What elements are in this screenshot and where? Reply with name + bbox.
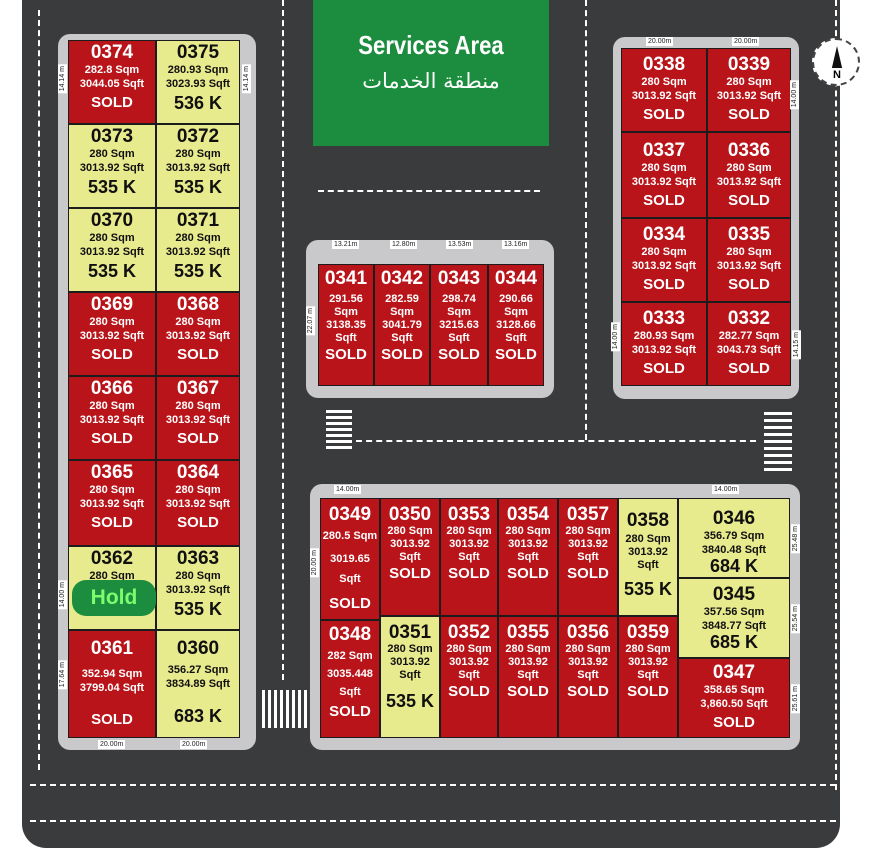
north-arrow-icon: N <box>812 38 860 86</box>
plot-0345[interactable]: 0345 357.56 Sqm 3848.77 Sqft 685 K <box>678 578 790 658</box>
dimension-label: 25.54 m <box>791 604 800 634</box>
plot-0363[interactable]: 0363 280 Sqm 3013.92 Sqft 535 K <box>156 546 240 630</box>
plot-0374[interactable]: 0374 282.8 Sqm 3044.05 Sqft SOLD <box>68 40 156 124</box>
dimension-label: 14.00m <box>712 485 740 494</box>
dimension-label: 14.00 m <box>58 580 67 610</box>
plot-0370[interactable]: 0370 280 Sqm 3013.92 Sqft 535 K <box>68 208 156 292</box>
plot-0341[interactable]: 0341 291.56 Sqm 3138.35 Sqft SOLD <box>318 264 374 386</box>
plot-0366[interactable]: 0366 280 Sqm 3013.92 Sqft SOLD <box>68 376 156 460</box>
dimension-label: 20.00m <box>180 740 208 749</box>
crosswalk <box>764 412 792 474</box>
dimension-label: 20.00 m <box>310 548 319 578</box>
dimension-label: 14.00 m <box>611 322 620 352</box>
plot-0365[interactable]: 0365 280 Sqm 3013.92 Sqft SOLD <box>68 460 156 546</box>
plot-0346[interactable]: 0346 356.79 Sqm 3840.48 Sqft 684 K <box>678 498 790 578</box>
dimension-label: 13.16m <box>502 240 530 249</box>
plot-0351[interactable]: 0351 280 Sqm 3013.92 Sqft 535 K <box>380 616 440 738</box>
lane-marking <box>318 190 540 192</box>
plot-0337[interactable]: 0337 280 Sqm 3013.92 Sqft SOLD <box>621 132 707 218</box>
dimension-label: 14.00 m <box>790 80 799 110</box>
dimension-label: 14.14 m <box>242 64 251 94</box>
dimension-label: 13.53m <box>446 240 474 249</box>
plot-0353[interactable]: 0353 280 Sqm 3013.92 Sqft SOLD <box>440 498 498 616</box>
plot-0369[interactable]: 0369 280 Sqm 3013.92 Sqft SOLD <box>68 292 156 376</box>
plot-0357[interactable]: 0357 280 Sqm 3013.92 Sqft SOLD <box>558 498 618 616</box>
plot-0375[interactable]: 0375 280.93 Sqm 3023.93 Sqft 536 K <box>156 40 240 124</box>
dimension-label: 14.14 m <box>58 64 67 94</box>
services-area[interactable]: Services Area منطقة الخدمات <box>313 0 549 146</box>
crosswalk <box>262 690 307 728</box>
lane-marking <box>30 784 836 786</box>
plot-0354[interactable]: 0354 280 Sqm 3013.92 Sqft SOLD <box>498 498 558 616</box>
plot-0333[interactable]: 0333 280.93 Sqm 3013.92 Sqft SOLD <box>621 302 707 386</box>
plot-0361[interactable]: 0361 352.94 Sqm 3799.04 Sqft SOLD <box>68 630 156 738</box>
plot-0367[interactable]: 0367 280 Sqm 3013.92 Sqft SOLD <box>156 376 240 460</box>
lane-marking <box>356 440 756 442</box>
plot-0334[interactable]: 0334 280 Sqm 3013.92 Sqft SOLD <box>621 218 707 302</box>
dimension-label: 25.48 m <box>791 524 800 554</box>
lane-marking <box>282 0 284 680</box>
dimension-label: 13.21m <box>332 240 360 249</box>
plot-0335[interactable]: 0335 280 Sqm 3013.92 Sqft SOLD <box>707 218 791 302</box>
plot-0348[interactable]: 0348 282 Sqm 3035.448 Sqft SOLD <box>320 620 380 738</box>
dimension-label: 20.00m <box>646 37 674 46</box>
dimension-label: 14.00m <box>334 485 362 494</box>
dimension-label: 25.61 m <box>791 684 800 714</box>
dimension-label: 20.00m <box>732 37 760 46</box>
plot-0360[interactable]: 0360 356.27 Sqm 3834.89 Sqft 683 K <box>156 630 240 738</box>
dimension-label: 12.80m <box>390 240 418 249</box>
lane-marking <box>585 0 587 440</box>
plot-0356[interactable]: 0356 280 Sqm 3013.92 Sqft SOLD <box>558 616 618 738</box>
plot-0371[interactable]: 0371 280 Sqm 3013.92 Sqft 535 K <box>156 208 240 292</box>
services-area-title-arabic: منطقة الخدمات <box>362 69 500 93</box>
plot-0359[interactable]: 0359 280 Sqm 3013.92 Sqft SOLD <box>618 616 678 738</box>
crosswalk <box>326 410 352 450</box>
plot-0364[interactable]: 0364 280 Sqm 3013.92 Sqft SOLD <box>156 460 240 546</box>
dimension-label: 20.00m <box>98 740 126 749</box>
plot-0332[interactable]: 0332 282.77 Sqm 3043.73 Sqft SOLD <box>707 302 791 386</box>
compass-north-label: N <box>828 68 846 82</box>
plot-0342[interactable]: 0342 282.59 Sqm 3041.79 Sqft SOLD <box>374 264 430 386</box>
plot-0338[interactable]: 0338 280 Sqm 3013.92 Sqft SOLD <box>621 48 707 132</box>
lane-marking <box>835 0 837 790</box>
plot-0347[interactable]: 0347 358.65 Sqm 3,860.50 Sqft SOLD <box>678 658 790 738</box>
plot-0343[interactable]: 0343 298.74 Sqm 3215.63 Sqft SOLD <box>430 264 488 386</box>
plot-0368[interactable]: 0368 280 Sqm 3013.92 Sqft SOLD <box>156 292 240 376</box>
services-area-title: Services Area <box>358 30 504 60</box>
lane-marking <box>30 820 836 822</box>
dimension-label: 22.07 m <box>306 306 315 336</box>
plot-0339[interactable]: 0339 280 Sqm 3013.92 Sqft SOLD <box>707 48 791 132</box>
plot-0336[interactable]: 0336 280 Sqm 3013.92 Sqft SOLD <box>707 132 791 218</box>
plot-0373[interactable]: 0373 280 Sqm 3013.92 Sqft 535 K <box>68 124 156 208</box>
plot-0349[interactable]: 0349 280.5 Sqm 3019.65 Sqft SOLD <box>320 498 380 620</box>
plot-0355[interactable]: 0355 280 Sqm 3013.92 Sqft SOLD <box>498 616 558 738</box>
dimension-label: 17.64 m <box>58 660 67 690</box>
hold-badge: Hold <box>72 580 156 616</box>
dimension-label: 14.15 m <box>792 330 801 360</box>
lane-marking <box>38 10 40 770</box>
plot-0352[interactable]: 0352 280 Sqm 3013.92 Sqft SOLD <box>440 616 498 738</box>
plot-0372[interactable]: 0372 280 Sqm 3013.92 Sqft 535 K <box>156 124 240 208</box>
plot-0358[interactable]: 0358 280 Sqm 3013.92 Sqft 535 K <box>618 498 678 616</box>
plot-0344[interactable]: 0344 290.66 Sqm 3128.66 Sqft SOLD <box>488 264 544 386</box>
plot-0350[interactable]: 0350 280 Sqm 3013.92 Sqft SOLD <box>380 498 440 616</box>
